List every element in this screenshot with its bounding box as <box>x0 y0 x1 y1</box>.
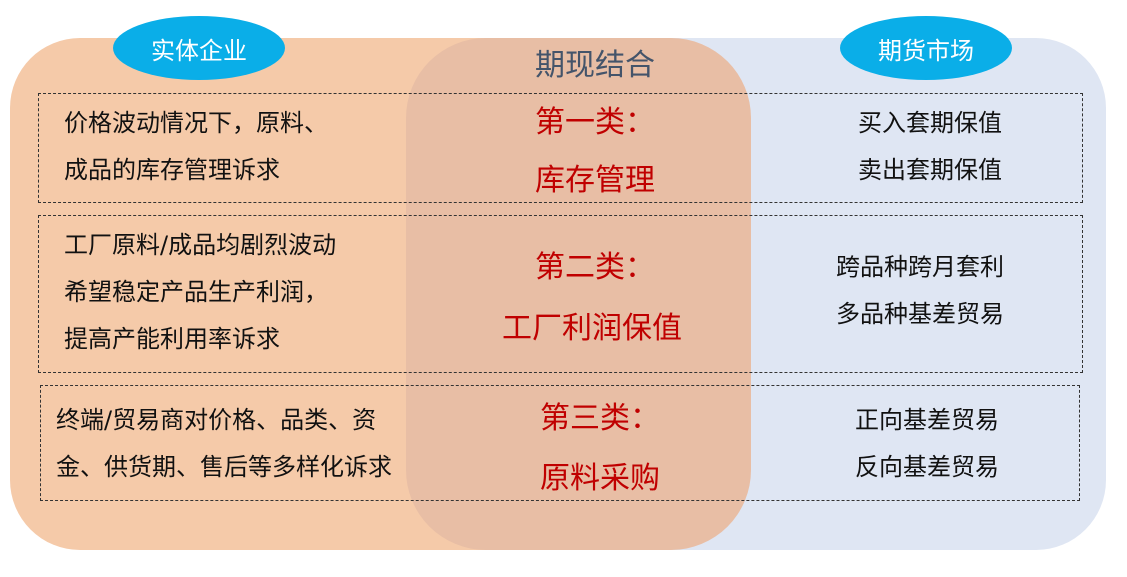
futures-market-label: 期货市场 <box>840 16 1012 80</box>
text-line: 多品种基差贸易 <box>836 300 1004 328</box>
row-2-box <box>38 215 1083 373</box>
text-line: 买入套期保值 <box>858 109 1002 137</box>
text-line: 卖出套期保值 <box>858 156 1002 184</box>
text-line: 反向基差贸易 <box>855 453 999 481</box>
row-1-category: 第一类： <box>535 105 655 140</box>
row-3-box <box>40 385 1080 501</box>
row-1-right: 买入套期保值 卖出套期保值 <box>830 100 1030 194</box>
combination-region <box>406 38 751 550</box>
row-2-left: 工厂原料/成品均剧烈波动 希望稳定产品生产利润， 提高产能利用率诉求 <box>64 222 336 363</box>
row-3-category: 第三类： <box>540 401 660 436</box>
text-line: 希望稳定产品生产利润， <box>64 278 328 306</box>
text-line: 成品的库存管理诉求 <box>64 156 280 184</box>
text-line: 提高产能利用率诉求 <box>64 325 280 353</box>
text-line: 正向基差贸易 <box>855 406 999 434</box>
row-2-right: 跨品种跨月套利 多品种基差贸易 <box>815 244 1025 338</box>
text-line: 价格波动情况下，原料、 <box>64 109 328 137</box>
entity-enterprise-label: 实体企业 <box>113 16 285 80</box>
center-title: 期现结合 <box>535 48 655 83</box>
row-3-name: 原料采购 <box>540 461 660 496</box>
text-line: 跨品种跨月套利 <box>836 253 1004 281</box>
text-line: 终端/贸易商对价格、品类、资 <box>56 406 377 434</box>
row-3-left: 终端/贸易商对价格、品类、资 金、供货期、售后等多样化诉求 <box>56 397 392 491</box>
row-1-left: 价格波动情况下，原料、 成品的库存管理诉求 <box>64 100 328 194</box>
text-line: 工厂原料/成品均剧烈波动 <box>64 231 337 259</box>
row-1-name: 库存管理 <box>535 163 655 198</box>
row-1-box <box>38 93 1083 203</box>
row-3-right: 正向基差贸易 反向基差贸易 <box>827 397 1027 491</box>
row-2-category: 第二类： <box>535 250 655 285</box>
text-line: 金、供货期、售后等多样化诉求 <box>56 453 392 481</box>
row-2-name: 工厂利润保值 <box>502 311 682 346</box>
